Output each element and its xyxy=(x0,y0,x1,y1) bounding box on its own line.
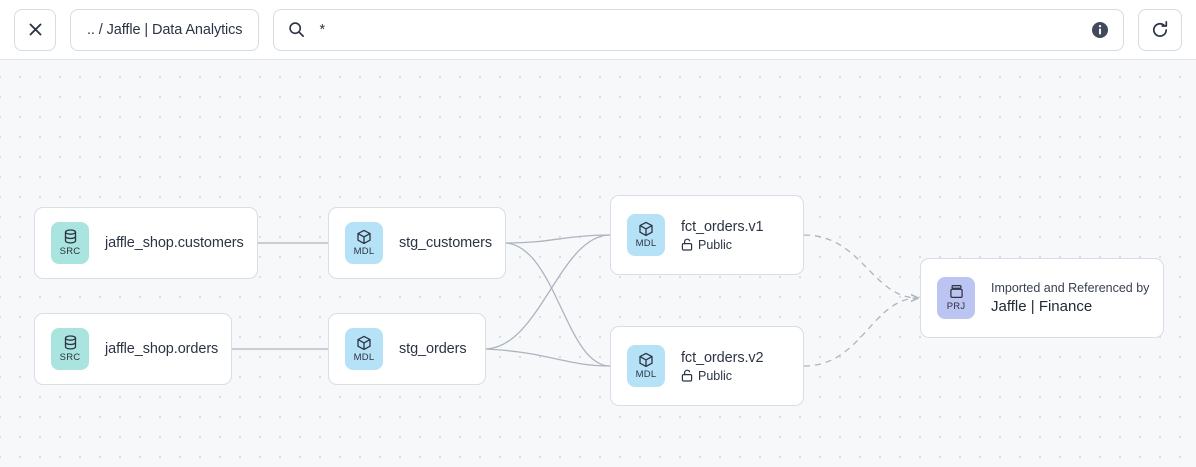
node-body: fct_orders.v2 Public xyxy=(681,350,764,383)
edge-fct-v1-prj-finance xyxy=(803,234,918,298)
graph-node-src-customers[interactable]: SRC jaffle_shop.customers xyxy=(34,207,258,279)
node-badge-label: MDL xyxy=(353,352,375,363)
node-title: fct_orders.v1 xyxy=(681,218,764,235)
breadcrumb-button[interactable]: .. / Jaffle | Data Analytics xyxy=(70,8,260,51)
node-title: jaffle_shop.orders xyxy=(105,341,219,357)
graph-node-src-orders[interactable]: SRC jaffle_shop.orders xyxy=(34,313,232,385)
cube-icon xyxy=(357,229,371,245)
graph-node-stg-customers[interactable]: MDL stg_customers xyxy=(328,207,506,279)
edge-fct-v2-prj-finance xyxy=(803,298,918,367)
node-badge-mdl: MDL xyxy=(627,214,665,256)
cube-icon xyxy=(639,221,653,237)
node-badge-src: SRC xyxy=(51,222,89,264)
edge-stg-customers-fct-v2 xyxy=(505,242,611,367)
search-box[interactable] xyxy=(273,8,1124,51)
node-access: Public xyxy=(681,369,764,383)
node-body: jaffle_shop.orders xyxy=(105,341,218,357)
edge-stg-customers-fct-v1 xyxy=(505,234,611,244)
node-badge-label: SRC xyxy=(59,246,81,257)
unlock-icon xyxy=(681,369,693,382)
close-icon xyxy=(29,23,41,36)
node-access-label: Public xyxy=(698,368,733,383)
graph-node-fct-orders-v2[interactable]: MDL fct_orders.v2 Public xyxy=(610,326,804,406)
database-icon xyxy=(64,335,76,350)
graph-node-prj-finance[interactable]: PRJ Imported and Referenced by Jaffle | … xyxy=(920,258,1164,338)
cube-icon xyxy=(639,352,653,368)
close-button[interactable] xyxy=(14,8,56,51)
node-badge-label: MDL xyxy=(635,238,657,249)
node-body: stg_customers xyxy=(399,235,492,251)
node-badge-label: PRJ xyxy=(946,301,966,312)
node-access: Public xyxy=(681,238,764,252)
node-eyebrow: Imported and Referenced by xyxy=(991,281,1150,295)
node-badge-src: SRC xyxy=(51,328,89,370)
database-icon xyxy=(64,229,76,244)
edge-stg-orders-fct-v1 xyxy=(485,234,611,350)
node-title: stg_orders xyxy=(399,341,467,357)
node-badge-prj: PRJ xyxy=(937,277,975,319)
node-badge-label: MDL xyxy=(635,369,657,380)
node-badge-mdl: MDL xyxy=(345,222,383,264)
breadcrumb-label: .. / Jaffle | Data Analytics xyxy=(87,21,243,38)
node-title: fct_orders.v2 xyxy=(681,349,764,366)
graph-node-stg-orders[interactable]: MDL stg_orders xyxy=(328,313,486,385)
graph-node-fct-orders-v1[interactable]: MDL fct_orders.v1 Public xyxy=(610,195,804,275)
search-input[interactable] xyxy=(319,21,1083,38)
node-badge-mdl: MDL xyxy=(345,328,383,370)
node-body: Imported and Referenced by Jaffle | Fina… xyxy=(991,281,1149,315)
edge-stg-orders-fct-v2 xyxy=(485,348,611,367)
node-badge-label: MDL xyxy=(353,246,375,257)
info-icon[interactable] xyxy=(1091,21,1109,39)
node-body: stg_orders xyxy=(399,341,467,357)
top-toolbar: .. / Jaffle | Data Analytics xyxy=(0,0,1196,60)
node-body: fct_orders.v1 Public xyxy=(681,219,764,252)
node-title: Jaffle | Finance xyxy=(991,298,1093,315)
refresh-icon xyxy=(1152,20,1168,37)
unlock-icon xyxy=(681,238,693,251)
refresh-button[interactable] xyxy=(1138,8,1182,51)
node-title: jaffle_shop.customers xyxy=(105,235,244,251)
node-body: jaffle_shop.customers xyxy=(105,235,244,251)
node-access-label: Public xyxy=(698,237,733,252)
project-icon xyxy=(949,284,963,299)
edge-layer xyxy=(232,234,1196,367)
node-badge-mdl: MDL xyxy=(627,345,665,387)
cube-icon xyxy=(357,335,371,351)
node-title: stg_customers xyxy=(399,235,492,251)
search-icon xyxy=(289,22,305,37)
lineage-canvas[interactable]: SRC jaffle_shop.customers SRC jaffle_sho… xyxy=(0,60,1196,467)
node-badge-label: SRC xyxy=(59,352,81,363)
